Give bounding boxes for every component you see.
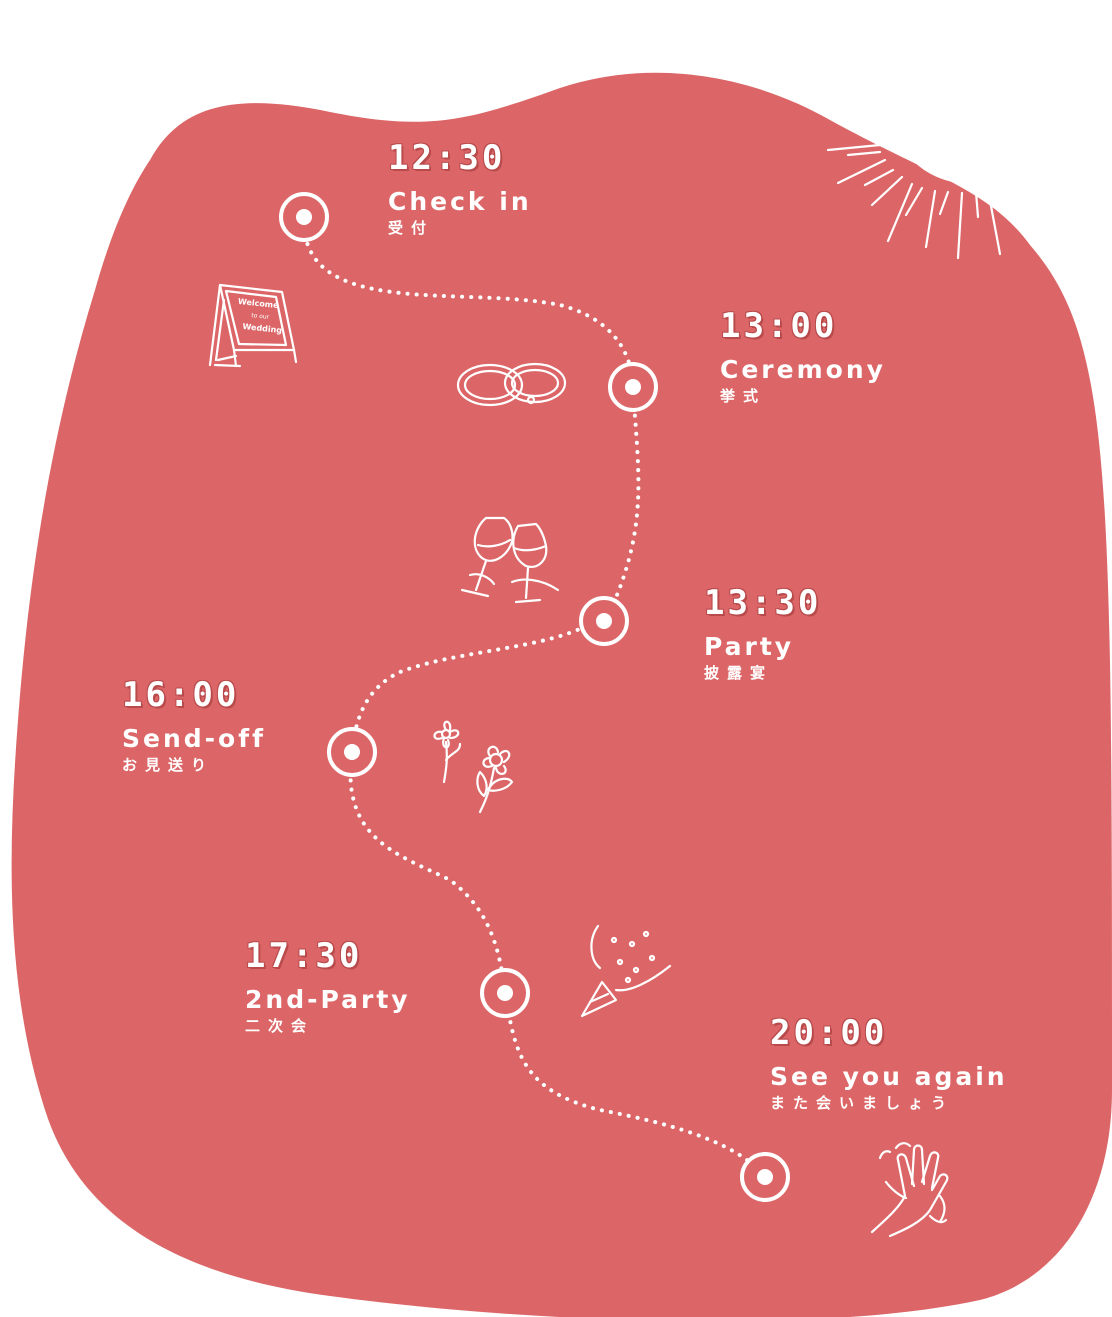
event-label: Ceremony [720, 355, 886, 384]
stop-marker-2 [608, 362, 658, 412]
stop-marker-6 [740, 1152, 790, 1202]
event-check-in: 12:30 Check in 受付 [388, 138, 532, 238]
route-path [301, 215, 767, 1179]
welcome-sign-line2: to our [251, 312, 270, 321]
party-popper-icon [580, 924, 672, 1018]
event-see-you-again: 20:00 See you again また会いましょう [770, 1013, 1008, 1113]
event-party: 13:30 Party 披露宴 [704, 583, 821, 683]
event-ceremony: 13:00 Ceremony 挙式 [720, 306, 886, 406]
stop-marker-5 [480, 968, 530, 1018]
event-label-jp: 披露宴 [704, 664, 774, 682]
event-label: Party [704, 632, 795, 661]
rings-icon [456, 362, 567, 407]
event-time: 13:00 [720, 306, 838, 346]
event-label-jp: 受付 [388, 219, 435, 237]
event-time: 13:30 [704, 583, 822, 623]
welcome-sign-icon: Welcome to our Wedding [208, 283, 298, 368]
event-time: 12:30 [388, 138, 506, 178]
event-label: See you again [770, 1062, 1008, 1091]
flowers-icon [433, 720, 514, 814]
sun-icon [826, 126, 1047, 260]
event-2nd-party: 17:30 2nd-Party 二次会 [245, 936, 411, 1036]
welcome-sign-line1: Welcome [238, 297, 280, 310]
event-label: 2nd-Party [245, 985, 411, 1014]
background-blob [11, 72, 1112, 1317]
event-label-jp: 挙式 [720, 387, 767, 405]
event-time: 16:00 [122, 675, 240, 715]
event-label-jp: また会いましょう [770, 1094, 955, 1112]
waving-hand-icon [870, 1142, 949, 1238]
wine-glasses-icon [460, 516, 560, 604]
event-time: 17:30 [245, 936, 363, 976]
stop-marker-3 [579, 596, 629, 646]
event-send-off: 16:00 Send-off お見送り [122, 675, 266, 775]
event-label-jp: お見送り [122, 756, 215, 774]
event-label-jp: 二次会 [245, 1017, 315, 1035]
event-label: Check in [388, 187, 532, 216]
event-label: Send-off [122, 724, 266, 753]
welcome-sign-line3: Wedding [242, 322, 283, 335]
stop-marker-1 [279, 192, 329, 242]
stop-marker-4 [327, 727, 377, 777]
event-time: 20:00 [770, 1013, 888, 1053]
